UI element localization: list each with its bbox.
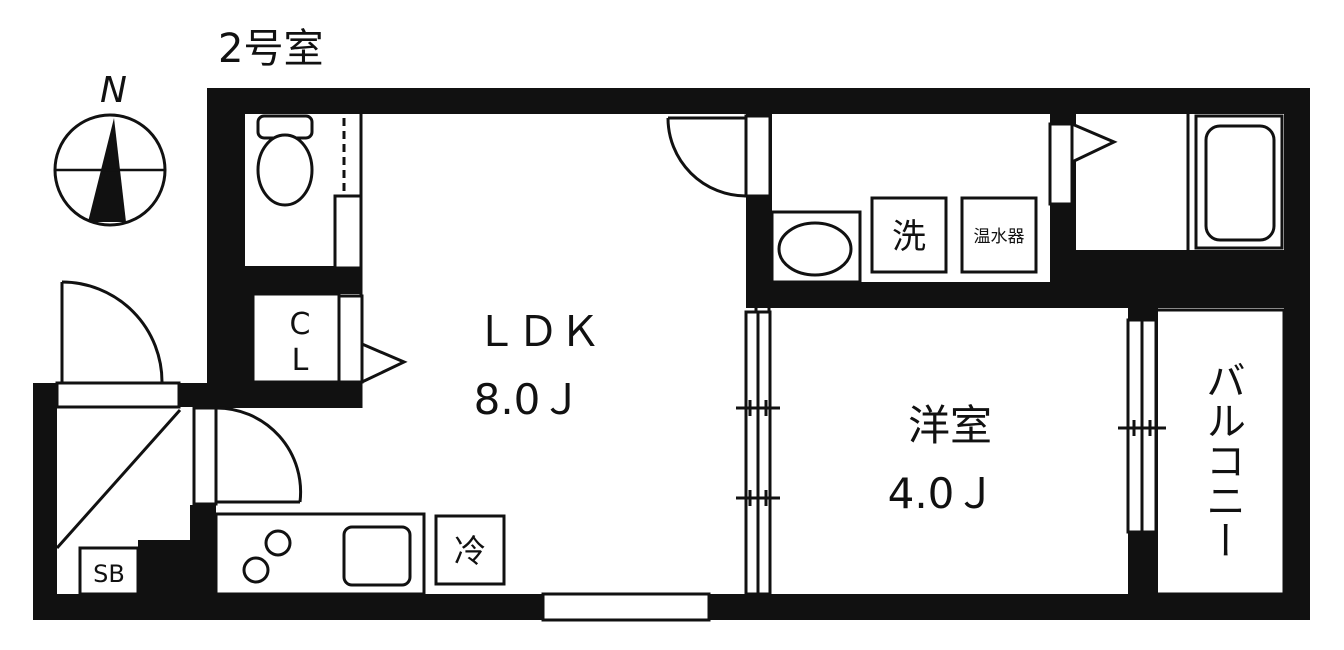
ldk-size: 8.0Ｊ <box>474 375 583 424</box>
washer-box <box>870 196 948 274</box>
swing-doors <box>55 114 772 549</box>
fridge-box <box>434 514 506 586</box>
bathtub-icon <box>1194 114 1284 250</box>
walls <box>33 88 1310 620</box>
toilet-icon <box>256 114 314 207</box>
washbasin-icon <box>770 210 862 284</box>
closet-label-c: C <box>290 307 311 342</box>
kitchen-counter <box>214 512 426 596</box>
balcony-label: バルコニー <box>1199 360 1245 560</box>
shoe-box <box>78 546 140 596</box>
sliding-doors <box>736 310 1166 596</box>
western-room-name: 洋室 <box>908 401 992 450</box>
shoe-box-label: SB <box>93 560 125 588</box>
closet-box <box>251 292 341 384</box>
windows <box>55 381 711 622</box>
western-room-size: 4.0Ｊ <box>888 469 997 518</box>
compass-icon <box>53 113 167 227</box>
unit-title: 2号室 <box>218 26 323 72</box>
washer-label: 洗 <box>892 217 926 257</box>
closet-label-l: L <box>292 343 309 378</box>
ldk-name: ＬＤＫ <box>475 307 601 356</box>
water-heater-label: 温水器 <box>974 227 1025 247</box>
door-arrows <box>336 121 1118 385</box>
fridge-label: 冷 <box>454 532 486 570</box>
water-heater-box <box>960 196 1038 274</box>
north-label: N <box>100 70 127 111</box>
